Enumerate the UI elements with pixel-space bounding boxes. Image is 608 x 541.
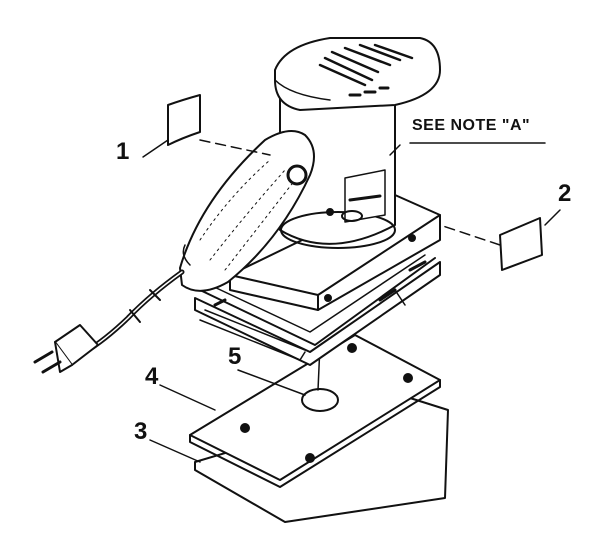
leader-lines	[142, 139, 561, 463]
motor-housing	[279, 89, 396, 249]
see-note-label: SEE NOTE "A"	[412, 117, 531, 134]
callout-1: 1	[116, 138, 130, 165]
callout-3: 3	[134, 418, 148, 445]
callout-4: 4	[145, 363, 159, 390]
power-cord	[82, 269, 185, 355]
base-plate	[194, 254, 441, 366]
callout-2: 2	[558, 180, 572, 207]
motor-cap	[274, 37, 441, 111]
sander-handle	[179, 130, 315, 292]
part-1-label	[167, 94, 201, 146]
callout-5: 5	[228, 343, 242, 370]
plug-icon	[33, 324, 99, 374]
part-2-label	[499, 217, 543, 271]
